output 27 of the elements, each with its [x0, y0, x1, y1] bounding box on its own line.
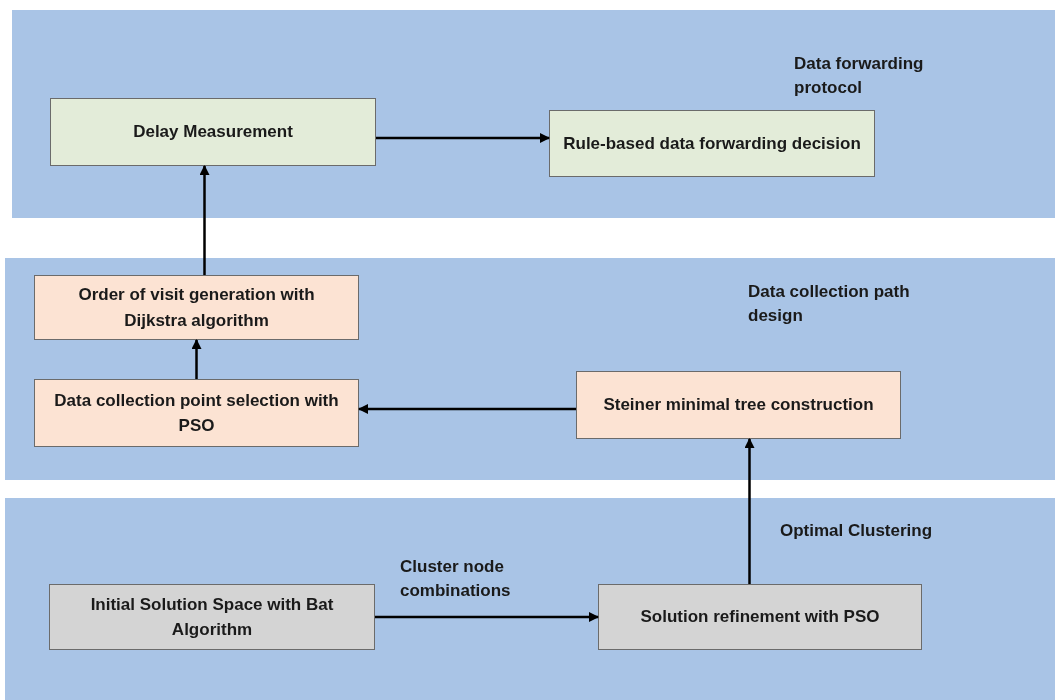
section-band	[5, 258, 1055, 480]
process-box	[576, 371, 901, 439]
process-box	[50, 98, 376, 166]
arrow	[744, 438, 755, 584]
section-heading: Data forwarding protocol	[794, 53, 925, 99]
arrow	[375, 612, 599, 622]
process-box	[49, 584, 375, 650]
arrow	[376, 133, 550, 143]
section-band	[5, 498, 1055, 700]
process-box	[549, 110, 875, 177]
process-box	[34, 275, 359, 340]
box-label: Order of visit generation with Dijkstra algorithm	[77, 284, 316, 332]
arrow	[199, 165, 210, 275]
box-label: Steiner minimal tree construction	[603, 394, 874, 417]
box-label: Solution refinement with PSO	[640, 606, 880, 629]
box-label: Rule-based data forwarding decision	[563, 132, 861, 155]
section-heading: Optimal Clustering	[780, 520, 934, 542]
edge-label: Cluster node combinations	[400, 556, 512, 602]
section-heading: Data collection path design	[748, 281, 911, 327]
arrow	[191, 339, 202, 379]
process-box	[598, 584, 922, 650]
box-label: Initial Solution Space with Bat Algorithm	[89, 593, 335, 641]
box-label: Data collection point selection with PSO	[53, 389, 340, 437]
process-box	[34, 379, 359, 447]
box-label: Delay Measurement	[133, 121, 293, 144]
arrow	[358, 404, 576, 414]
section-band	[12, 10, 1055, 218]
